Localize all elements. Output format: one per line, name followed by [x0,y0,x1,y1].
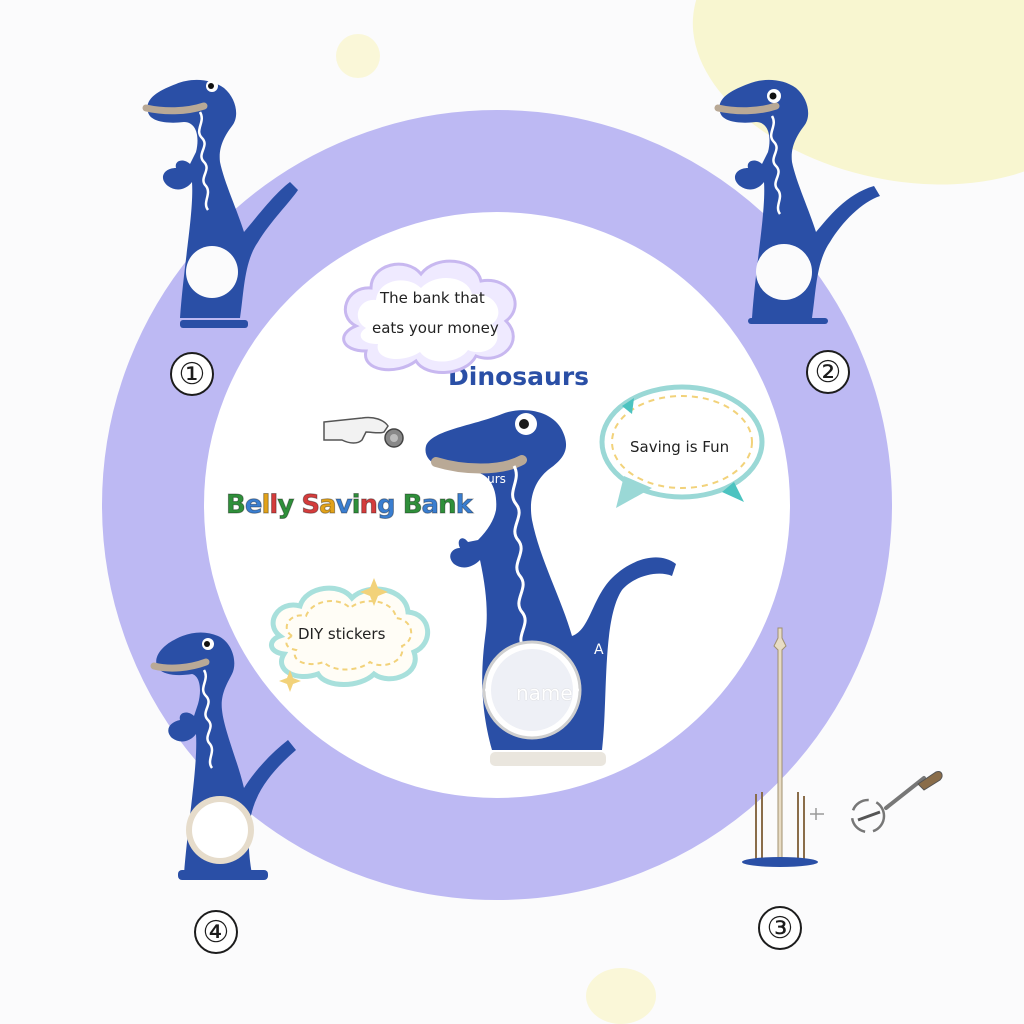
step-2-dinosaur [714,79,880,324]
step-number-2: ② [806,350,850,394]
step-1-dinosaur [142,79,298,328]
bank-bubble-line2: eats your money [372,319,499,337]
step-4-dinosaur [150,632,296,880]
logo-letter: B [226,490,247,521]
logo-letter: S [301,490,321,521]
background-blob-top [336,34,380,78]
cloud-bubble-diy [269,578,431,692]
step-number-3: ③ [758,906,802,950]
main-dino-letter: A [594,642,604,658]
brand-logo: Belly Saving Bank [226,490,474,521]
logo-letter [395,490,403,520]
logo-letter: l [269,490,279,521]
speech-bubble-saving [599,384,765,508]
saving-bubble-text: Saving is Fun [630,438,730,456]
main-dino-name-label: name [516,681,573,705]
logo-letter: a [319,490,337,521]
logo-letter: l [261,490,271,521]
diy-bubble-text: DIY stickers [298,625,386,643]
hand-with-coin-icon [323,416,404,448]
bank-bubble-line1: The bank that [380,289,485,307]
logo-letter: v [335,490,353,521]
logo-letter: a [421,490,439,521]
main-dinosaur-bank [425,410,676,766]
assembly-rods-icon [742,627,824,867]
logo-letter: i [351,490,361,521]
cloud-bubble-bank [342,259,517,374]
step-number-4: ④ [194,910,238,954]
logo-letter: e [244,490,263,521]
main-dino-head-label: Dinosaurs [446,472,506,486]
page-title: Dinosaurs [448,362,590,391]
logo-letter: n [438,490,457,521]
logo-letter: n [359,490,378,521]
screwdriver-icon [850,771,943,834]
logo-letter: B [402,490,423,521]
logo-letter: k [455,490,473,521]
logo-letter: y [277,490,295,521]
background-blob-bottom [586,968,656,1024]
logo-letter: g [377,490,397,521]
step-number-1: ① [170,352,214,396]
